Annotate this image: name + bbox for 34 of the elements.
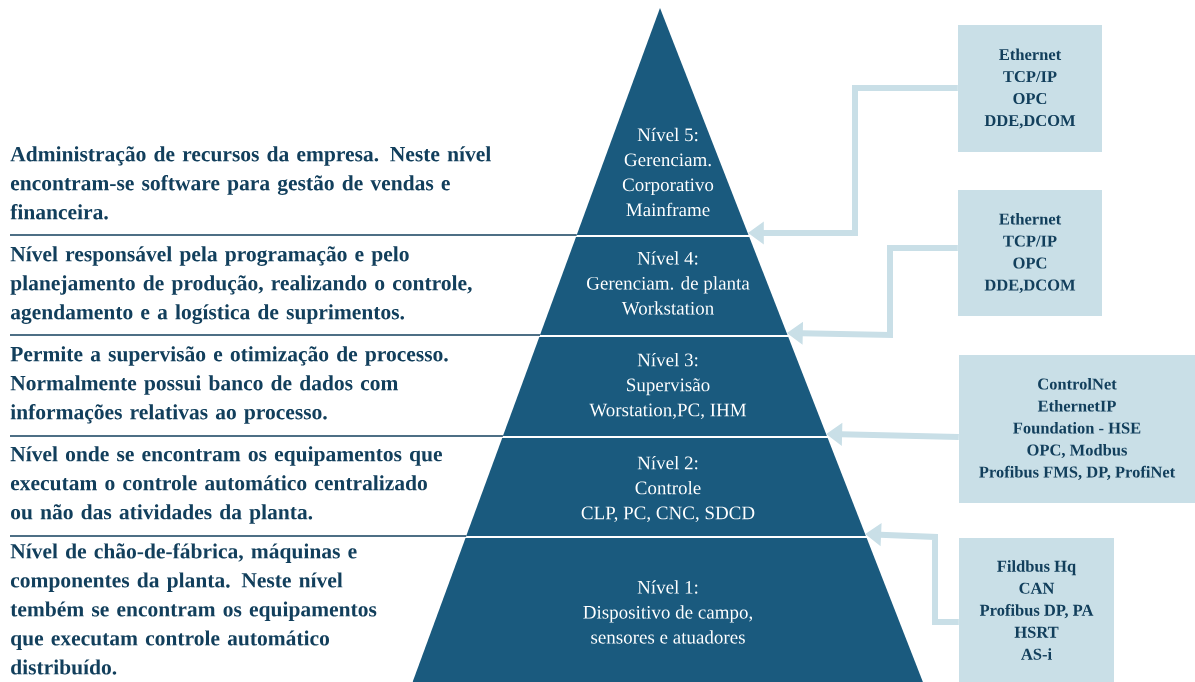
node-label: Dispositivo de campo, [583, 605, 753, 623]
level-description: Nível de chão-de-fábrica, máquinas e componentes da planta. Neste nível tembém se encontram os equipamentos que executam controle automático distribuído. [10, 543, 377, 675]
node-label: Nível 3: [637, 352, 698, 367]
pyramid-level: Nível 3: Supervisão Worstation,PC, IHM [502, 337, 827, 436]
protocol-box: Ethernet TCP/IP OPC DDE,DCOM [958, 25, 1102, 152]
level-description: Nível onde se encontram os equipamentos que executam o controle automático centralizado ou não das atividades da planta. [10, 446, 442, 524]
protocol-box: Ethernet TCP/IP OPC DDE,DCOM [958, 190, 1102, 316]
level-description: Nível responsável pela programação e pelo planejamento de produção, realizando o controle, agendamento e a logística de suprimentos. [10, 246, 472, 324]
node-label: Gerenciam. de planta [587, 276, 750, 294]
node-label: CLP, PC, CNC, SDCD [581, 506, 755, 523]
node-label: Mainframe [626, 202, 710, 217]
level-description: Administração de recursos da empresa. Neste nível encontram-se software para gestão de vendas e financeira. [10, 146, 491, 220]
pyramid-level: Nível 4: Gerenciam. de planta Workstation [540, 237, 788, 335]
pyramid-level: Nível 2: Controle CLP, PC, CNC, SDCD [466, 438, 866, 536]
node-label: Workstation [621, 301, 714, 315]
node-label: Controle [635, 480, 701, 495]
node-label: Supervisão [627, 378, 710, 396]
rule-line [9, 334, 541, 336]
node-label: Nível 4: [637, 251, 698, 265]
node-label: Corporativo [622, 178, 714, 196]
rule-line [9, 535, 467, 537]
protocol-box: ControlNet EthernetIP Foundation - HSE OPC, Modbus Profibus FMS, DP, ProfiNet [959, 355, 1195, 503]
pyramid-level: Nível 1: Dispositivo de campo, sensores e atuadores [412, 538, 923, 682]
level-description: Permite a supervisão e otimização de processo. Normalmente possui banco de dados com informações relativas ao processo. [10, 346, 448, 424]
node-label: Worstation,PC, IHM [589, 403, 747, 420]
node-label: Nível 2: [637, 455, 698, 470]
node-label: Gerenciam. [624, 153, 711, 167]
rule-line [9, 435, 504, 437]
node-label: Nível 1: [637, 580, 698, 594]
rule-line [9, 234, 578, 236]
pyramid-level: Nível 5: Gerenciam. Corporativo Mainframe [576, 8, 749, 235]
protocol-box: Fildbus Hq CAN Profibus DP, PA HSRT AS-i [959, 538, 1114, 682]
node-label: Nível 5: [637, 127, 698, 142]
node-label: sensores e atuadores [591, 630, 745, 644]
